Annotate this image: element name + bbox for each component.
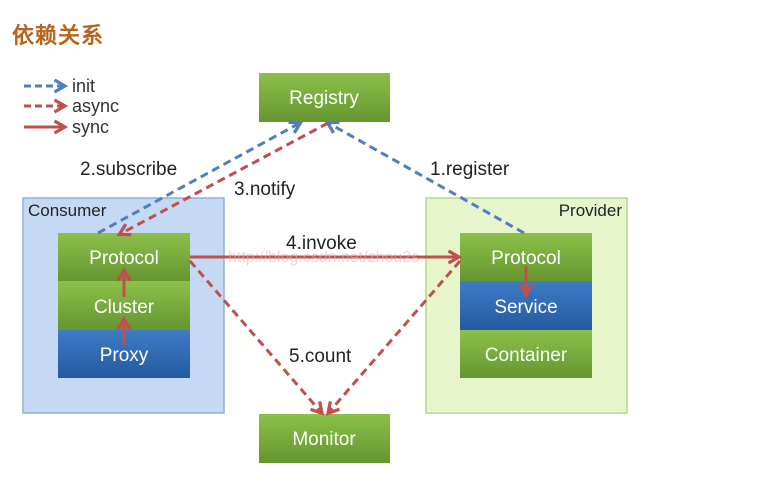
monitor-label: Monitor xyxy=(292,429,356,450)
edge-register xyxy=(330,124,525,235)
edge-subscribe xyxy=(97,124,298,235)
provider-group: Provider Protocol Service Container xyxy=(425,197,628,414)
edge-label-count: 5.count xyxy=(289,346,352,367)
consumer-title: Consumer xyxy=(28,201,107,220)
watermark: http://blog.csdn.net/zhou2s xyxy=(228,249,419,266)
consumer-cluster-label: Cluster xyxy=(94,297,155,318)
edge-label-register: 1.register xyxy=(430,159,510,180)
consumer-proxy-label: Proxy xyxy=(100,345,149,366)
legend-init-label: init xyxy=(72,76,95,96)
page-title: 依赖关系 xyxy=(12,24,105,49)
registry-node: Registry xyxy=(259,73,390,122)
edge-count-provider xyxy=(330,260,462,411)
provider-title: Provider xyxy=(559,201,623,220)
legend: init async sync xyxy=(24,76,119,137)
edge-label-invoke: 4.invoke xyxy=(286,233,357,254)
edge-label-subscribe: 2.subscribe xyxy=(80,159,177,180)
registry-label: Registry xyxy=(289,88,359,109)
provider-service-label: Service xyxy=(494,297,557,318)
edge-count-consumer xyxy=(188,260,320,411)
edge-label-notify: 3.notify xyxy=(234,179,296,200)
legend-sync-label: sync xyxy=(72,117,109,137)
monitor-node: Monitor xyxy=(259,414,390,463)
provider-container-label: Container xyxy=(485,345,568,366)
consumer-protocol-label: Protocol xyxy=(89,248,159,269)
monitor-box xyxy=(259,414,390,463)
consumer-group: Consumer Protocol Cluster Proxy xyxy=(22,197,225,414)
provider-protocol-label: Protocol xyxy=(491,248,561,269)
provider-container-box xyxy=(460,330,592,378)
registry-box xyxy=(259,73,390,122)
legend-async-label: async xyxy=(72,96,119,116)
